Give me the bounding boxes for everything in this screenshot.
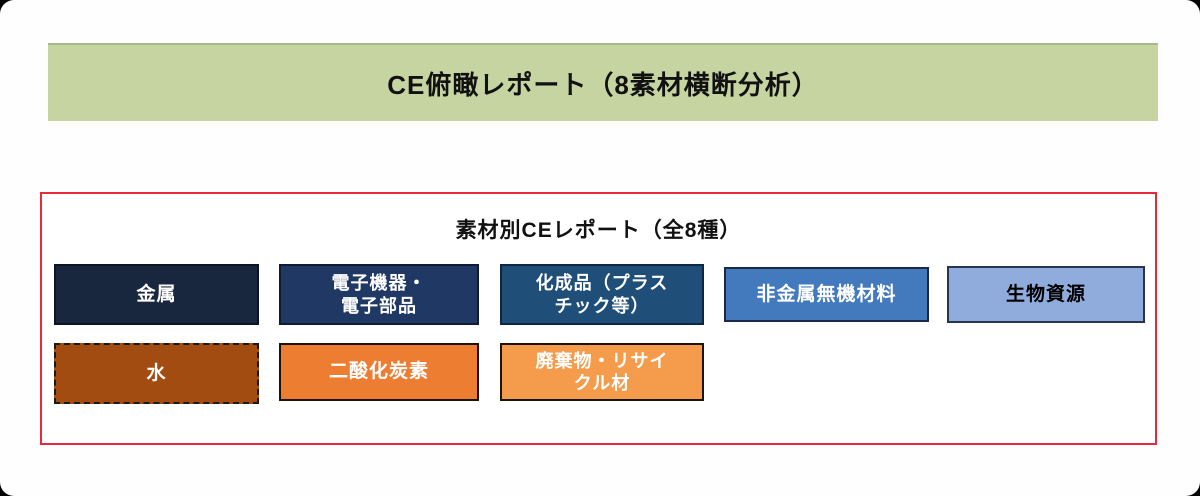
material-box-electronics[interactable]: 電子機器・ 電子部品 xyxy=(279,264,479,325)
material-box-waste-recycled[interactable]: 廃棄物・リサイ クル材 xyxy=(500,343,704,401)
material-box-bio-resources[interactable]: 生物資源 xyxy=(947,266,1145,323)
panel-heading: 素材別CEレポート（全8種） xyxy=(455,219,742,242)
material-box-co2[interactable]: 二酸化炭素 xyxy=(279,343,479,401)
material-box-nonmetal-inorganic[interactable]: 非金属無機材料 xyxy=(724,267,929,322)
material-box-chemicals[interactable]: 化成品（プラス チック等） xyxy=(500,264,704,325)
title-banner: CE俯瞰レポート（8素材横断分析） xyxy=(48,43,1158,121)
material-box-water[interactable]: 水 xyxy=(54,343,259,404)
page-title: CE俯瞰レポート（8素材横断分析） xyxy=(387,69,819,100)
material-box-metal[interactable]: 金属 xyxy=(54,264,259,325)
material-report-panel: 素材別CEレポート（全8種） 金属 電子機器・ 電子部品 化成品（プラス チック… xyxy=(40,192,1157,445)
